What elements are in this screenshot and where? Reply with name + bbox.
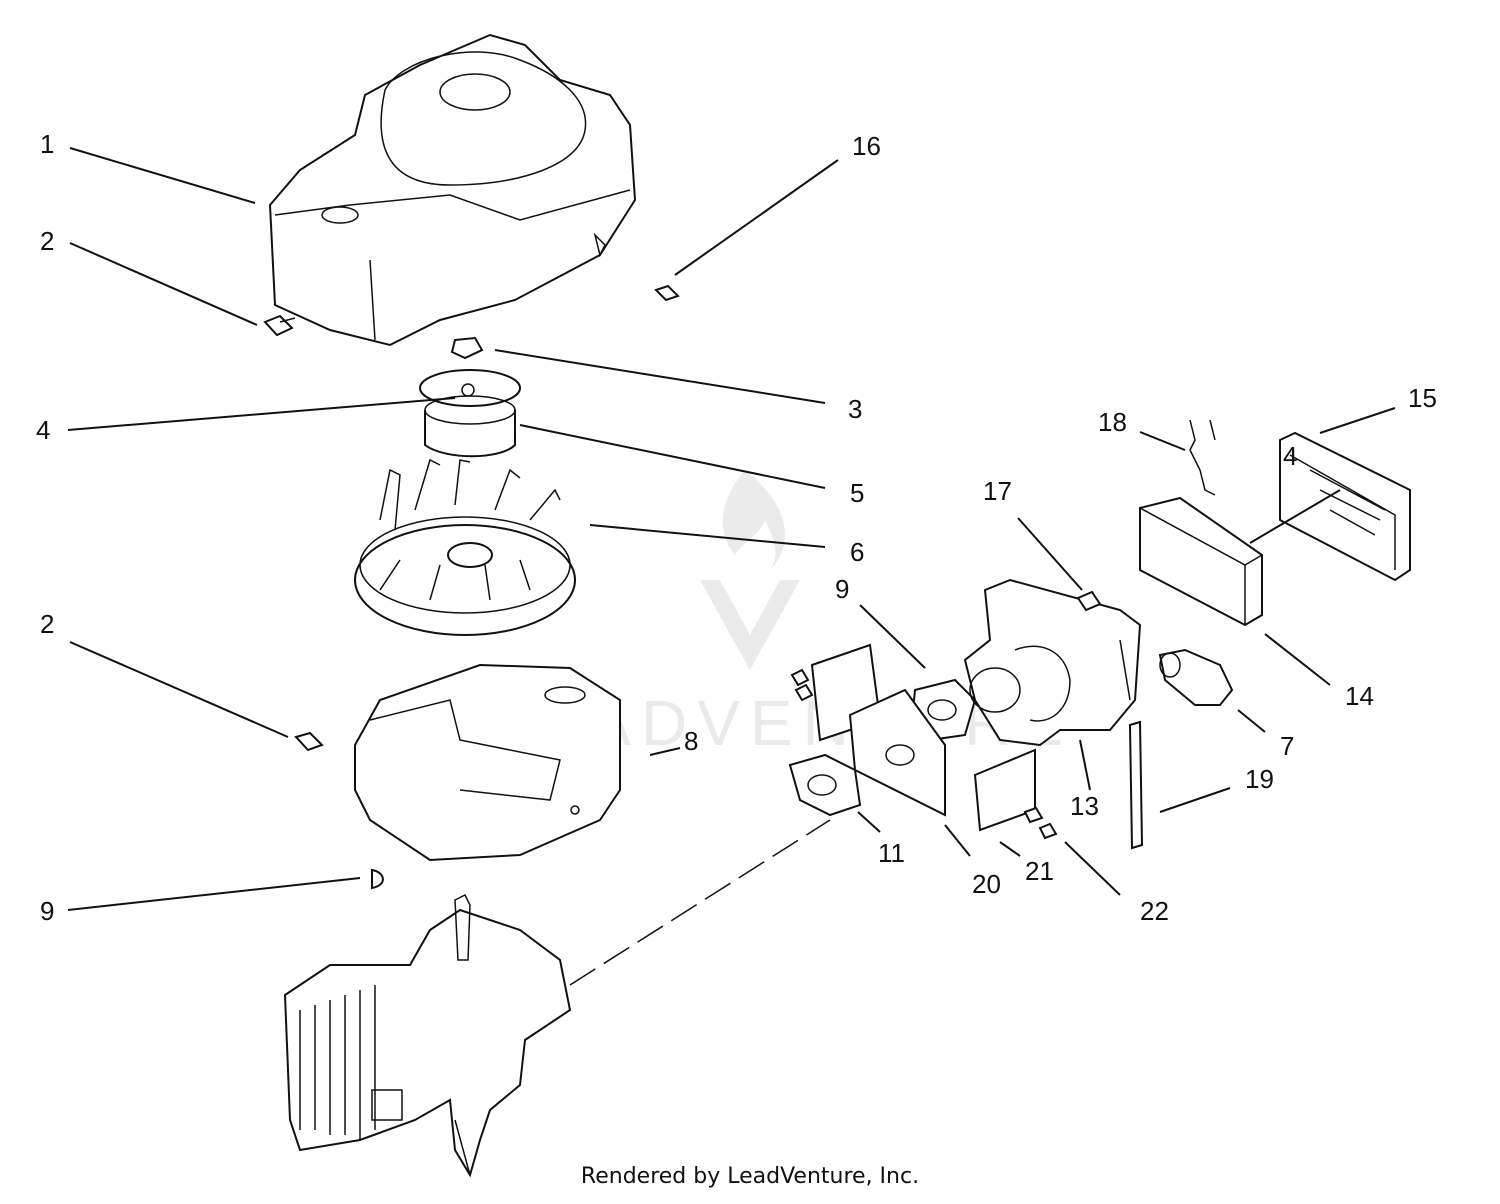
blower-housing: [268, 33, 637, 347]
tube: [1128, 720, 1144, 850]
assembly-dashed-line: [569, 819, 831, 986]
engine-baffle-plate: [354, 663, 621, 862]
callout-22: 22: [1140, 896, 1169, 926]
spacer-plate-20: [848, 688, 946, 817]
callout-2-lower: 2: [40, 609, 54, 639]
woodruff-key: [371, 868, 384, 890]
air-cleaner-cover: [1279, 431, 1411, 582]
callout-5: 5: [850, 478, 864, 508]
callout-9-gasket: 9: [835, 574, 849, 604]
flywheel: [354, 458, 576, 636]
callout-21: 21: [1025, 856, 1054, 886]
callout-13: 13: [1070, 791, 1099, 821]
callout-16: 16: [852, 131, 881, 161]
bracket-21: [973, 748, 1036, 832]
callout-20: 20: [972, 869, 1001, 899]
callout-6: 6: [850, 537, 864, 567]
callout-19: 19: [1245, 764, 1274, 794]
callout-18: 18: [1098, 407, 1127, 437]
callout-17: 17: [983, 476, 1012, 506]
air-filter-element: [1139, 496, 1263, 627]
bolt-lower: [294, 731, 324, 752]
nut: [450, 336, 484, 360]
callout-3: 3: [848, 394, 862, 424]
callout-7: 7: [1280, 731, 1294, 761]
callout-4-cover: 4: [1283, 441, 1297, 471]
screw-17: [1076, 590, 1102, 612]
callout-11: 11: [878, 838, 905, 868]
callout-8: 8: [684, 726, 698, 756]
small-screws: [790, 668, 1058, 840]
callout-labels: 1 2 16 3 4 5 6 9 2 8 9 11 20 21 22 13 19…: [36, 129, 1437, 926]
callout-4: 4: [36, 415, 50, 445]
render-credit: Rendered by LeadVenture, Inc.: [580, 1164, 920, 1189]
engine-block: [283, 893, 572, 1178]
choke-lever: [1158, 648, 1234, 706]
callout-9-key: 9: [40, 896, 54, 926]
bolt-upper: [263, 314, 296, 337]
retaining-clip: [1189, 419, 1216, 496]
callout-1: 1: [40, 129, 54, 159]
starter-cup: [419, 369, 521, 458]
gasket-11: [788, 753, 862, 817]
callout-14: 14: [1345, 681, 1374, 711]
leader-lines: [67, 147, 1396, 911]
callout-2: 2: [40, 226, 54, 256]
bolt-16: [654, 284, 680, 302]
callout-15: 15: [1408, 383, 1437, 413]
carburetor: [963, 578, 1142, 747]
